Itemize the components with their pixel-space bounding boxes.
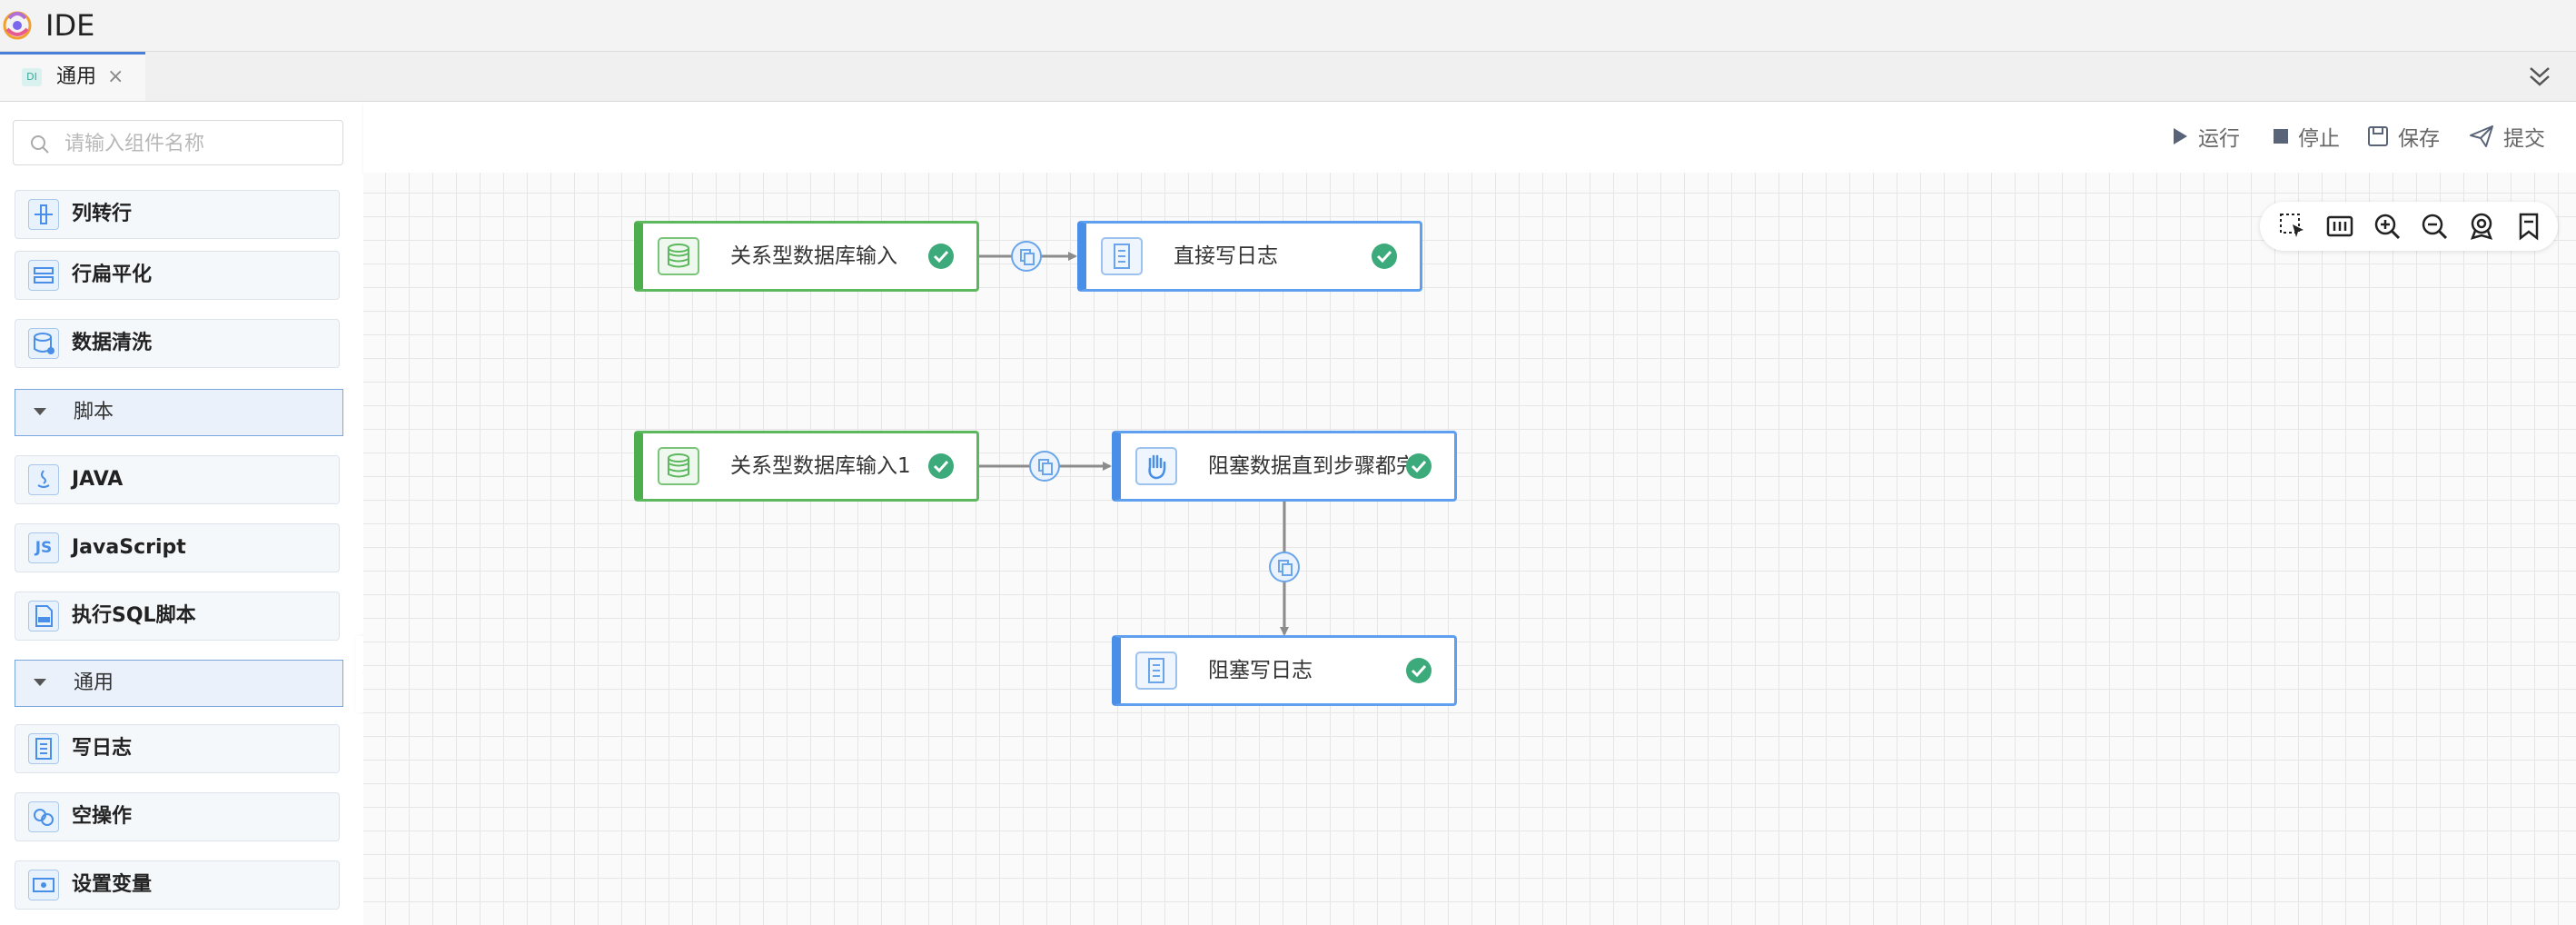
- component-write-log[interactable]: 写日志: [15, 724, 340, 773]
- fit-view-icon[interactable]: [2325, 212, 2354, 241]
- component-label: 写日志: [72, 737, 133, 760]
- stop-icon: [2274, 129, 2288, 144]
- search-box[interactable]: [13, 120, 343, 165]
- bookmark-icon[interactable]: [2514, 212, 2543, 241]
- save-icon: [2368, 126, 2388, 146]
- data-clean-icon: [28, 328, 59, 359]
- component-label: 数据清洗: [72, 332, 153, 354]
- log-icon: [1101, 237, 1143, 275]
- locate-icon[interactable]: [2467, 212, 2496, 241]
- app-logo-icon: [3, 11, 32, 40]
- component-javascript[interactable]: JS JavaScript: [15, 523, 340, 572]
- group-label: 通用: [74, 671, 114, 694]
- app-title: IDE: [45, 8, 95, 43]
- component-row-flatten[interactable]: 行扁平化: [15, 251, 340, 300]
- node-label: 阻塞写日志: [1208, 659, 1313, 682]
- hand-icon: [1135, 447, 1177, 485]
- edge-db-input1-to-block[interactable]: [979, 451, 1112, 482]
- node-write-log[interactable]: 直接写日志: [1077, 221, 1422, 292]
- tab-close-icon[interactable]: ×: [107, 65, 124, 88]
- run-button[interactable]: 运行: [2171, 120, 2240, 153]
- component-label: 设置变量: [72, 873, 153, 896]
- run-label: 运行: [2198, 127, 2240, 151]
- flow-canvas[interactable]: [363, 173, 2576, 925]
- zoom-out-icon[interactable]: [2420, 212, 2449, 241]
- component-noop[interactable]: 空操作: [15, 792, 340, 841]
- database-icon: [658, 447, 699, 485]
- tab-bar: DI 通用 ×: [0, 52, 2576, 102]
- play-icon: [2174, 128, 2187, 144]
- tab-general[interactable]: DI 通用 ×: [0, 52, 145, 101]
- caret-down-icon: [34, 408, 46, 415]
- editor-toolbar: 运行 停止 保存 提交: [363, 102, 2576, 173]
- component-label: 列转行: [72, 203, 133, 225]
- column-to-row-icon: [28, 199, 59, 230]
- sql-script-icon: [28, 601, 59, 632]
- save-label: 保存: [2398, 127, 2440, 151]
- edge-db-input-to-log[interactable]: [979, 241, 1077, 272]
- zoom-in-icon[interactable]: [2373, 212, 2402, 241]
- node-block-until-done[interactable]: 阻塞数据直到步骤都完成: [1112, 431, 1457, 502]
- save-button[interactable]: 保存: [2367, 120, 2440, 153]
- send-icon: [2470, 125, 2493, 147]
- success-check-icon: [928, 453, 954, 479]
- component-column-to-row[interactable]: 列转行: [15, 190, 340, 239]
- component-label: 空操作: [72, 805, 133, 828]
- submit-label: 提交: [2503, 127, 2545, 151]
- node-db-input[interactable]: 关系型数据库输入: [634, 221, 979, 292]
- component-data-clean[interactable]: 数据清洗: [15, 319, 340, 368]
- log-icon: [1135, 651, 1177, 690]
- node-label: 直接写日志: [1174, 244, 1278, 268]
- java-icon: [28, 464, 59, 495]
- success-check-icon: [1406, 658, 1432, 683]
- noop-icon: [28, 801, 59, 832]
- component-sidebar: 列转行 行扁平化 数据清洗 脚本 JAVA JS JavaScript 执行SQ…: [0, 102, 363, 925]
- edge-block-to-block-log[interactable]: [1269, 502, 1300, 636]
- canvas-tools: [2260, 202, 2558, 251]
- component-sql-script[interactable]: 执行SQL脚本: [15, 592, 340, 641]
- group-label: 脚本: [74, 401, 114, 423]
- success-check-icon: [1372, 244, 1397, 269]
- success-check-icon: [928, 244, 954, 269]
- database-icon: [658, 237, 699, 275]
- js-icon: JS: [28, 532, 59, 563]
- success-check-icon: [1406, 453, 1432, 479]
- component-label: JAVA: [72, 468, 124, 491]
- search-icon: [31, 135, 49, 154]
- node-label: 阻塞数据直到步骤都完成: [1208, 454, 1408, 478]
- set-variable-icon: [28, 870, 59, 900]
- node-db-input-1[interactable]: 关系型数据库输入1: [634, 431, 979, 502]
- group-general[interactable]: 通用: [15, 660, 343, 707]
- caret-down-icon: [34, 679, 46, 686]
- title-bar: IDE: [0, 0, 2576, 52]
- search-input[interactable]: [63, 128, 330, 159]
- component-java[interactable]: JAVA: [15, 455, 340, 504]
- node-block-write-log[interactable]: 阻塞写日志: [1112, 635, 1457, 706]
- stop-label: 停止: [2298, 127, 2340, 151]
- submit-button[interactable]: 提交: [2469, 120, 2545, 153]
- tab-badge: DI: [22, 68, 42, 86]
- box-select-icon[interactable]: [2278, 212, 2307, 241]
- node-label: 关系型数据库输入1: [730, 454, 911, 478]
- component-set-variable[interactable]: 设置变量: [15, 860, 340, 910]
- log-icon: [28, 733, 59, 764]
- component-label: 执行SQL脚本: [72, 604, 196, 627]
- component-label: 行扁平化: [72, 264, 153, 286]
- tab-label: 通用: [56, 65, 97, 88]
- stop-button[interactable]: 停止: [2273, 120, 2340, 153]
- chevron-double-down-icon[interactable]: [2527, 63, 2552, 90]
- component-label: JavaScript: [72, 536, 186, 559]
- row-flatten-icon: [28, 260, 59, 291]
- group-script[interactable]: 脚本: [15, 389, 343, 436]
- node-label: 关系型数据库输入: [730, 244, 897, 268]
